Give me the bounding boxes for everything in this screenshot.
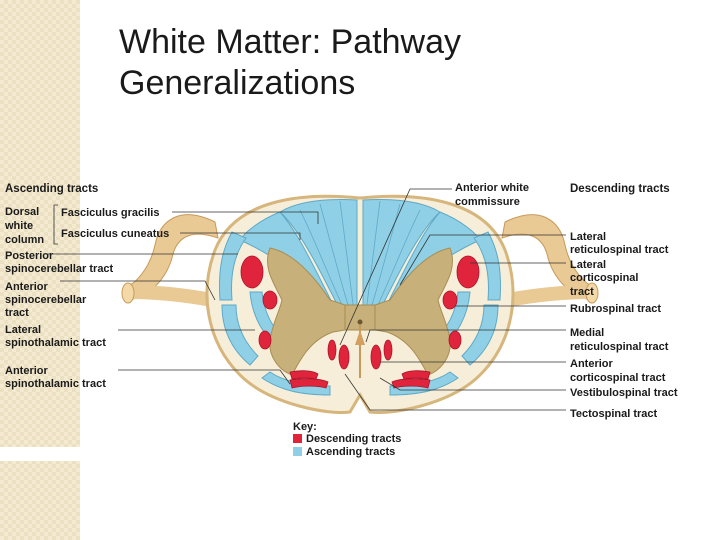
label-lateral-cortico-tract: tract [570,286,594,298]
sidebar-divider [0,447,80,461]
anterior-commissure [355,330,365,345]
label-vestibulospinal: Vestibulospinal tract [570,387,678,399]
right-labels: Anterior white commissure Lateral reticu… [455,182,678,420]
label-lateral-corticospinal: corticospinal [570,272,638,284]
label-anterior-white: Anterior white [455,182,529,194]
label-lateral: Lateral [5,324,41,336]
label-tectospinal: Tectospinal tract [570,408,658,420]
legend-ascending: Ascending tracts [306,446,395,458]
label-fasciculus-gracilis: Fasciculus gracilis [61,207,159,219]
gray-matter [267,247,453,376]
label-medial-reticulospinal: reticulospinal tract [570,341,669,353]
label-lateral-reticulo-1: Lateral [570,231,606,243]
descending-header: Descending tracts [570,183,670,195]
label-lateral-spinothalamic: spinothalamic tract [5,337,106,349]
label-column: column [5,234,44,246]
ascending-header: Ascending tracts [5,183,98,195]
label-dorsal: Dorsal [5,206,39,218]
legend-swatch-descending [293,434,302,443]
label-anterior-spinothalamic: spinothalamic tract [5,378,106,390]
label-fasciculus-cuneatus: Fasciculus cuneatus [61,228,169,240]
dorsal-bracket [53,204,58,245]
label-posterior-spinocerebellar: spinocerebellar tract [5,263,114,275]
label-anterior-corticospinal: corticospinal tract [570,372,666,384]
label-anterior-cortico-1: Anterior [570,358,614,370]
legend-swatch-ascending [293,447,302,456]
label-medial: Medial [570,327,604,339]
label-rubrospinal: Rubrospinal tract [570,303,661,315]
slide-title-line-1: White Matter: Pathway [119,23,462,61]
central-canal [357,319,363,325]
nerve-roots [121,214,599,307]
label-posterior: Posterior [5,250,54,262]
left-leader-lines [44,211,319,385]
label-white: white [4,220,33,232]
slide-title-line-2: Generalizations [119,64,356,102]
label-commissure: commissure [455,196,520,208]
label-anterior-spinocerebellar: spinocerebellar [5,294,87,306]
legend-title: Key: [293,421,317,433]
left-labels: Dorsal white column Fasciculus gracilis … [4,204,169,390]
label-lateral-reticulospinal: reticulospinal tract [570,244,669,256]
label-lateral-cortico-1: Lateral [570,259,606,271]
label-anterior-2: Anterior [5,365,49,377]
legend-descending: Descending tracts [306,433,401,445]
label-tract: tract [5,307,29,319]
label-anterior-1: Anterior [5,281,49,293]
legend: Key: Descending tracts Ascending tracts [293,421,401,458]
right-leader-lines [339,188,566,411]
descending-tracts [240,255,480,389]
slide-title: White Matter: Pathway Generalizations [119,22,461,104]
